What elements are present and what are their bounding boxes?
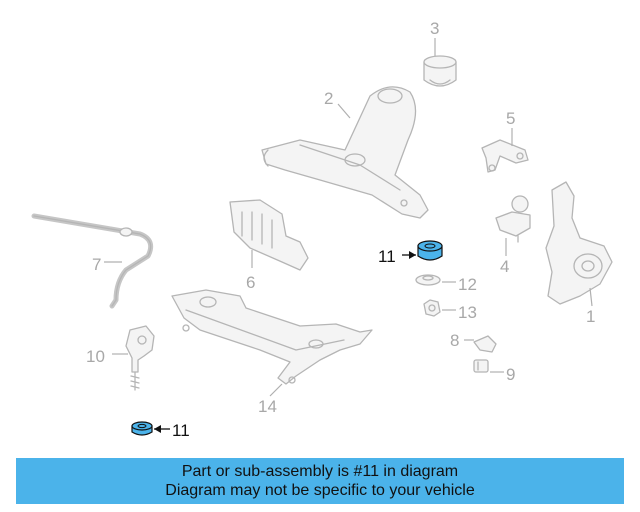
part-9-bolt[interactable] — [473, 359, 489, 373]
part-14-subframe[interactable] — [171, 289, 373, 385]
part-7-stabilizer-bar[interactable] — [31, 213, 154, 309]
callout-13: 13 — [458, 303, 477, 322]
callout-8: 8 — [450, 331, 459, 350]
callout-11-lower: 11 — [172, 421, 190, 440]
callout-7: 7 — [92, 255, 101, 274]
callout-10: 10 — [86, 347, 105, 366]
part-10-link[interactable] — [125, 325, 155, 391]
callout-14: 14 — [258, 397, 277, 416]
part-4-ball-joint[interactable] — [495, 195, 531, 243]
callout-2: 2 — [324, 89, 333, 108]
callout-1: 1 — [586, 307, 595, 326]
part-3-bushing[interactable] — [423, 55, 457, 87]
part-13-nut[interactable] — [423, 299, 441, 317]
callout-3: 3 — [430, 19, 439, 38]
callout-4: 4 — [500, 257, 509, 276]
callout-11-upper: 11 — [378, 247, 396, 266]
part-11-bushing-highlight[interactable] — [417, 240, 443, 261]
banner-line-2: Diagram may not be specific to your vehi… — [165, 482, 475, 499]
banner-line-1: Part or sub-assembly is #11 in diagram — [181, 463, 459, 480]
part-5-bracket[interactable] — [481, 139, 529, 173]
callout-9: 9 — [506, 365, 515, 384]
callout-12: 12 — [458, 275, 477, 294]
callout-6: 6 — [246, 273, 255, 292]
part-12-washer[interactable] — [415, 274, 441, 286]
part-1-knuckle[interactable] — [545, 181, 613, 305]
part-8-clip[interactable] — [473, 335, 497, 353]
part-2-control-arm[interactable] — [261, 86, 429, 219]
part-6-shield[interactable] — [229, 199, 309, 271]
info-banner: Part or sub-assembly is #11 in diagram D… — [16, 458, 624, 504]
callout-5: 5 — [506, 109, 515, 128]
part-11-bushing-highlight-lower[interactable] — [131, 421, 153, 436]
